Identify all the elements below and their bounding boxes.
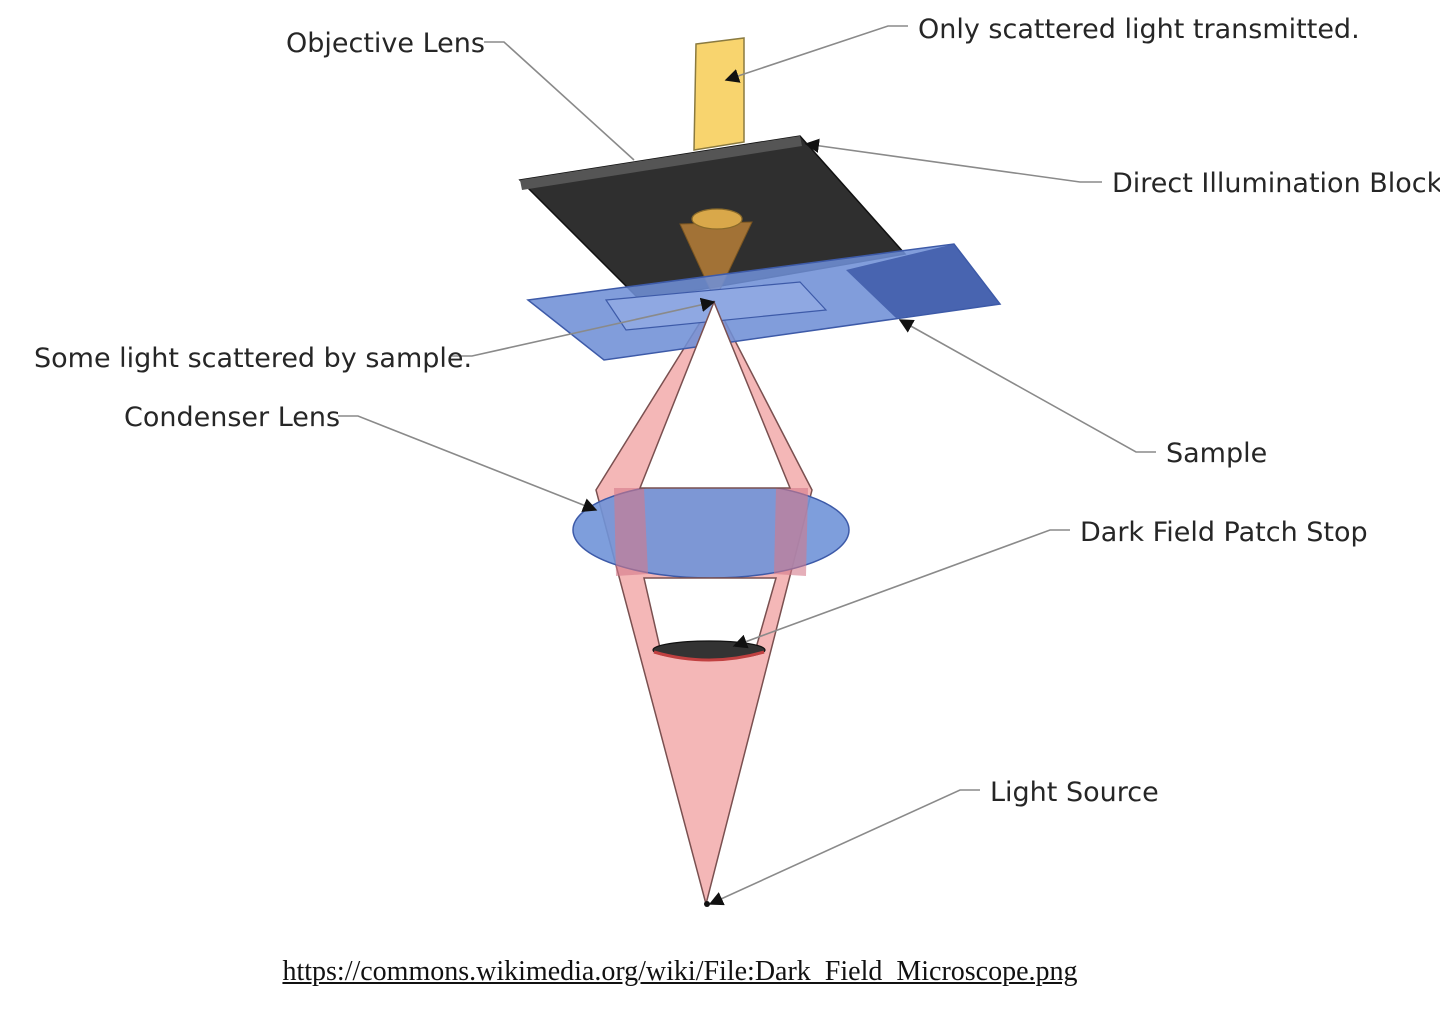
patch-stop-rim <box>653 650 765 662</box>
label-only-scattered: Only scattered light transmitted. <box>918 14 1360 45</box>
light-cone-right-through-lens <box>774 488 808 576</box>
label-condenser: Condenser Lens <box>124 402 340 433</box>
label-light-source: Light Source <box>990 777 1159 808</box>
light-cone-inner-upper-region <box>638 299 792 489</box>
light-source-point <box>704 901 710 907</box>
leader-patch-stop <box>732 529 1070 649</box>
label-objective-lens: Objective Lens <box>286 28 485 59</box>
leader-only-scattered <box>724 25 908 83</box>
objective-lens <box>691 208 743 230</box>
label-sample: Sample <box>1166 438 1267 469</box>
label-patch-stop: Dark Field Patch Stop <box>1080 517 1368 548</box>
leader-condenser <box>338 415 598 512</box>
leader-sample <box>898 319 1156 453</box>
direct-illumination-block-edge <box>520 136 802 190</box>
source-url-link[interactable]: https://commons.wikimedia.org/wiki/File:… <box>282 956 1078 987</box>
leader-some-light <box>452 297 716 357</box>
transmitted-light-beam <box>693 37 745 151</box>
light-cone-left-through-lens <box>614 488 648 576</box>
leader-direct-block <box>804 138 1102 183</box>
leader-objective-lens <box>484 41 635 161</box>
leader-light-source <box>708 789 980 906</box>
label-some-light: Some light scattered by sample. <box>34 343 472 374</box>
label-direct-block: Direct Illumination Block <box>1112 168 1440 199</box>
sample-slide-label-area <box>846 244 1000 318</box>
